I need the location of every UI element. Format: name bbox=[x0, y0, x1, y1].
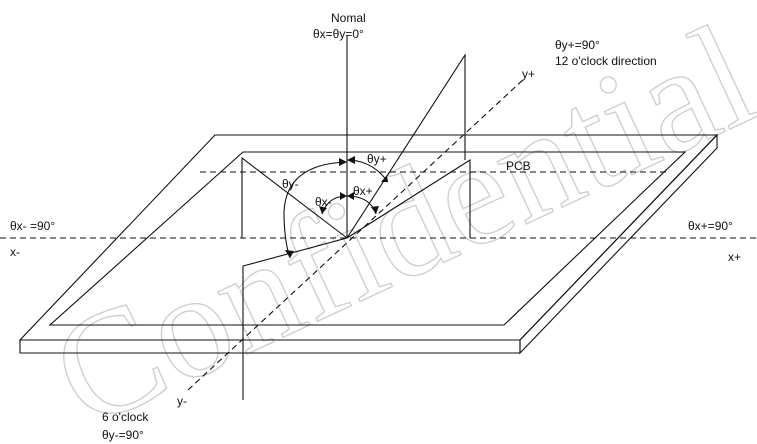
y-plus-axis-label: y+ bbox=[522, 67, 535, 81]
arc-theta-y-minus bbox=[283, 161, 348, 259]
x-minus-plane bbox=[241, 156, 348, 239]
x-minus-axis-label: x- bbox=[10, 245, 20, 259]
y-minus-direction-label: 6 o'clock bbox=[102, 410, 149, 424]
y-plus-direction-label: 12 o'clock direction bbox=[555, 54, 657, 68]
pcb-board bbox=[18, 133, 719, 355]
y-minus-angle-label: θy-=90° bbox=[102, 428, 144, 442]
y-minus-axis-label: y- bbox=[177, 394, 187, 408]
arrow-y-minus-end bbox=[285, 250, 294, 258]
x-plus-angle-label: θx+=90° bbox=[688, 219, 733, 233]
x-minus-angle-label: θx- =90° bbox=[10, 219, 55, 233]
y-axis-line bbox=[187, 77, 526, 391]
x-plus-plane bbox=[346, 158, 471, 239]
arrow-x-minus-start bbox=[340, 192, 347, 200]
y-minus-plane bbox=[242, 237, 348, 400]
arrow-x-minus-end bbox=[319, 206, 327, 214]
arrow-x-plus-end bbox=[371, 206, 379, 214]
theta-x-minus-label: θx- bbox=[315, 195, 332, 209]
normal-angle-label: θx=θy=0° bbox=[313, 27, 364, 41]
arrow-y-minus-start bbox=[339, 158, 347, 166]
arrow-y-plus-end bbox=[381, 175, 388, 182]
board-side-face bbox=[519, 133, 718, 355]
theta-y-plus-label: θy+ bbox=[367, 152, 387, 166]
arrow-x-plus-start bbox=[347, 192, 354, 200]
angle-arcs bbox=[283, 156, 389, 259]
theta-y-minus-label: θy- bbox=[282, 177, 299, 191]
pcb-label: PCB bbox=[506, 159, 531, 173]
arrow-y-plus-start bbox=[347, 156, 355, 164]
board-top-inner bbox=[48, 151, 687, 326]
theta-x-plus-label: θx+ bbox=[353, 184, 373, 198]
x-plus-axis-label: x+ bbox=[728, 250, 741, 264]
normal-title-label: Nomal bbox=[331, 11, 366, 25]
y-plus-angle-label: θy+=90° bbox=[555, 38, 600, 52]
